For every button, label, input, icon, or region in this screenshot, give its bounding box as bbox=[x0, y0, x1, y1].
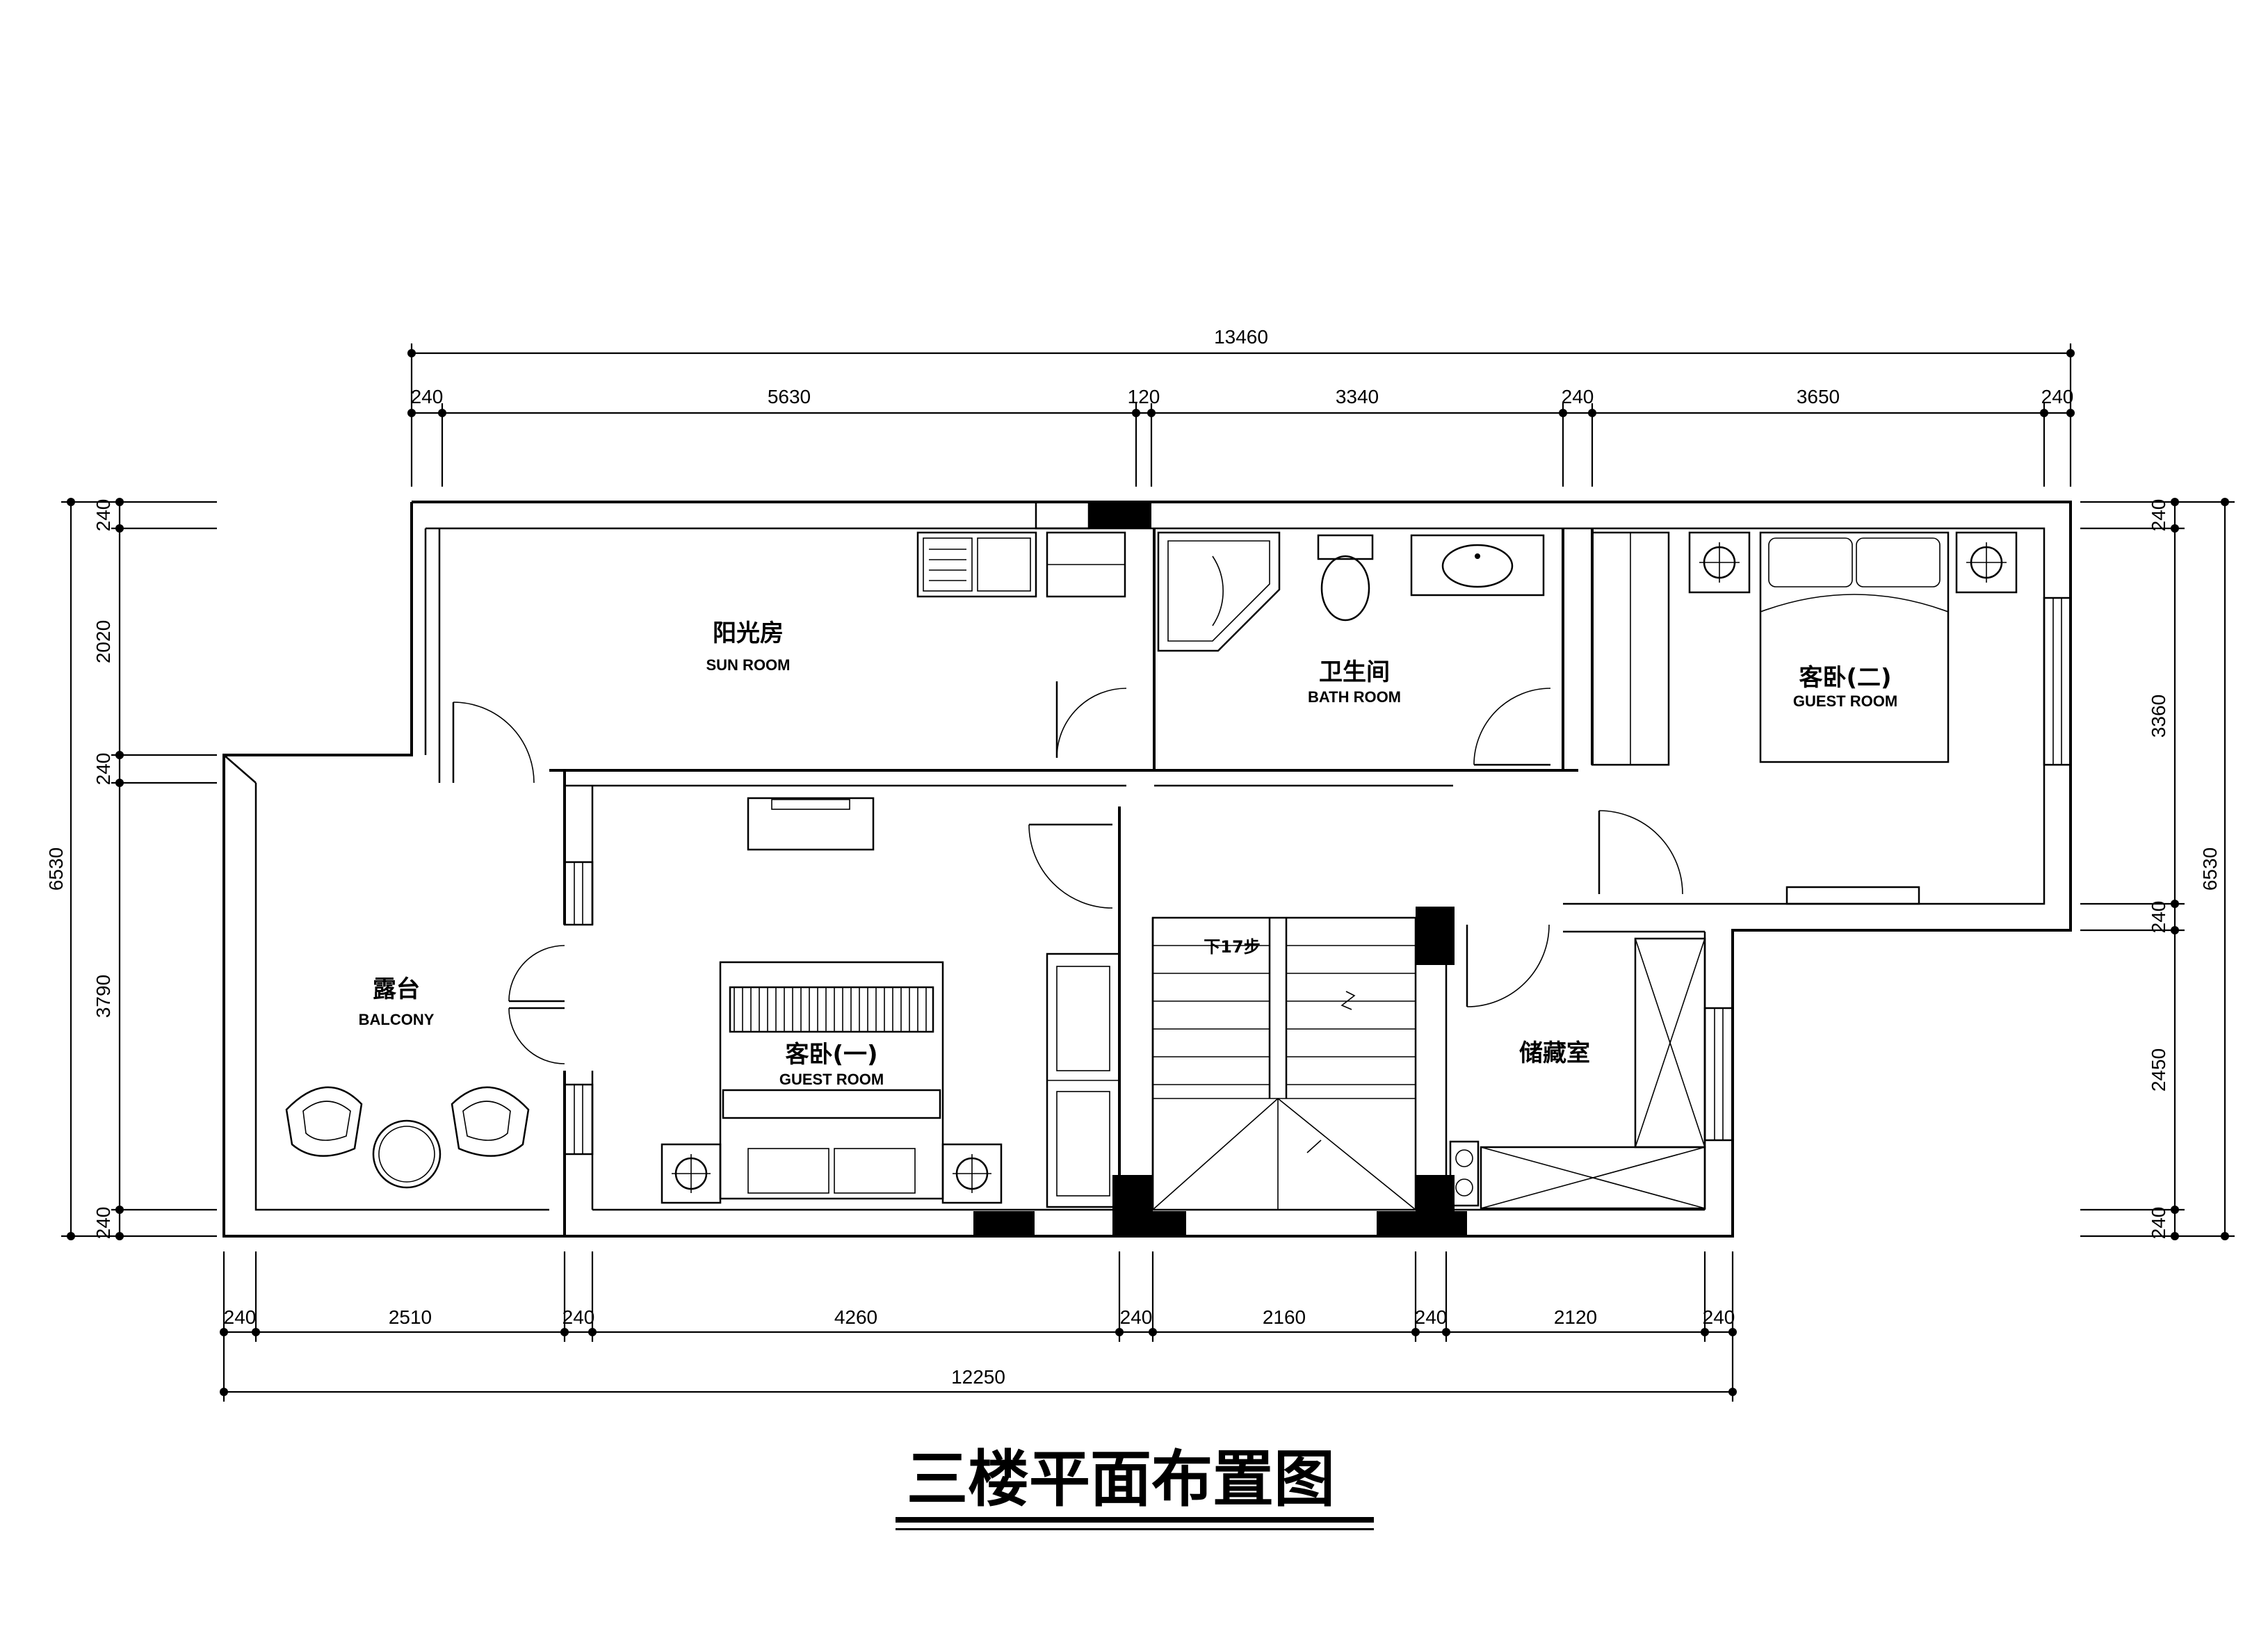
room-labels: 阳光房 SUN ROOM 卫生间 BATH ROOM 客卧(二) GUEST R… bbox=[359, 619, 1898, 1088]
room-label-bath-room-en: BATH ROOM bbox=[1308, 688, 1401, 706]
door-swing bbox=[1028, 824, 1113, 909]
dimensions-right: 6530 240 3360 240 2450 240 bbox=[2080, 498, 2235, 1240]
furniture bbox=[285, 531, 2018, 1210]
dimension-left-1: 2020 bbox=[92, 620, 114, 663]
toilet bbox=[1317, 534, 1374, 560]
pier bbox=[1377, 1211, 1467, 1236]
door-swing bbox=[508, 1007, 565, 1064]
nightstand bbox=[1955, 531, 2018, 594]
door-swing bbox=[1473, 688, 1551, 765]
dimension-right-4: 240 bbox=[2148, 1207, 2169, 1240]
dimension-top-6: 240 bbox=[2041, 386, 2074, 407]
dimension-bottom-8: 240 bbox=[1703, 1306, 1735, 1328]
dimension-left-4: 240 bbox=[92, 1207, 114, 1240]
nightstand bbox=[661, 1143, 722, 1204]
balcony-corner bbox=[223, 754, 257, 784]
storage-shelf bbox=[1480, 1146, 1706, 1210]
dimension-right-0: 240 bbox=[2148, 499, 2169, 532]
bed-guest-room-1 bbox=[719, 961, 944, 1200]
room-label-bath-room-cn: 卫生间 bbox=[1319, 658, 1390, 686]
tv-cabinet bbox=[747, 797, 875, 851]
dimension-bottom-total: 12250 bbox=[951, 1366, 1005, 1388]
dimension-left-0: 240 bbox=[92, 499, 114, 532]
kitchen-sink bbox=[916, 531, 1037, 598]
armchair bbox=[451, 1086, 530, 1157]
windows bbox=[563, 501, 2072, 1155]
drawing-title: 三楼平面布置图 bbox=[907, 1443, 1335, 1515]
door-swing bbox=[1598, 810, 1683, 895]
pier bbox=[1089, 502, 1151, 528]
dimension-left-2: 240 bbox=[92, 753, 114, 786]
dimension-right-2: 240 bbox=[2148, 901, 2169, 934]
dimension-bottom-1: 2510 bbox=[389, 1306, 432, 1328]
title-underline-thick bbox=[896, 1517, 1374, 1523]
wash-basin bbox=[1410, 534, 1545, 597]
window bbox=[1035, 501, 1090, 530]
dimension-bottom-2: 240 bbox=[562, 1306, 595, 1328]
pier bbox=[973, 1211, 1035, 1236]
dimension-bottom-6: 240 bbox=[1415, 1306, 1448, 1328]
room-label-guest-room-1-cn: 客卧(一) bbox=[785, 1041, 877, 1069]
tv-cabinet bbox=[1785, 886, 1920, 905]
nightstand bbox=[1688, 531, 1751, 594]
door-swing bbox=[453, 702, 535, 784]
bed-guest-room-2 bbox=[1759, 531, 1950, 763]
window bbox=[563, 1083, 594, 1155]
doors bbox=[452, 681, 1683, 1064]
dimension-top-2: 120 bbox=[1128, 386, 1160, 407]
nightstand bbox=[941, 1143, 1003, 1204]
dimensions-bottom: 240 2510 240 4260 240 2160 240 2120 240 … bbox=[220, 1251, 1737, 1402]
title-underline-thin bbox=[896, 1528, 1374, 1530]
dimension-right-3: 2450 bbox=[2148, 1048, 2169, 1092]
window bbox=[563, 861, 594, 926]
dimension-right-1: 3360 bbox=[2148, 695, 2169, 738]
door-swing bbox=[1056, 688, 1127, 759]
break-line bbox=[1340, 991, 1356, 1010]
dimension-top-4: 240 bbox=[1562, 386, 1594, 407]
staircase: 下17步 bbox=[1151, 916, 1417, 1211]
room-label-balcony-en: BALCONY bbox=[359, 1011, 435, 1028]
pier bbox=[1416, 907, 1455, 965]
round-table bbox=[372, 1119, 442, 1189]
door-swing bbox=[508, 945, 565, 1002]
dimension-bottom-5: 2160 bbox=[1263, 1306, 1306, 1328]
title-block: 三楼平面布置图 bbox=[896, 1443, 1374, 1530]
pier bbox=[1151, 1211, 1186, 1236]
water-heater bbox=[1449, 1140, 1480, 1207]
armchair bbox=[285, 1086, 363, 1157]
dimension-top-3: 3340 bbox=[1336, 386, 1379, 407]
room-label-sun-room-cn: 阳光房 bbox=[713, 619, 784, 647]
door-swing bbox=[1466, 924, 1550, 1007]
dimensions-top: 13460 240 5630 120 3340 240 3650 240 bbox=[407, 326, 2075, 487]
room-label-guest-room-2-cn: 客卧(二) bbox=[1799, 664, 1891, 692]
dimension-bottom-3: 4260 bbox=[834, 1306, 877, 1328]
stair-note: 下17步 bbox=[1204, 937, 1260, 957]
shower bbox=[1157, 531, 1281, 652]
dimension-right-total: 6530 bbox=[2199, 848, 2221, 891]
room-label-balcony-cn: 露台 bbox=[373, 975, 420, 1003]
room-label-guest-room-2-en: GUEST ROOM bbox=[1793, 692, 1897, 710]
dimension-top-1: 5630 bbox=[768, 386, 811, 407]
pier bbox=[1112, 1175, 1153, 1236]
dimension-left-total: 6530 bbox=[45, 848, 67, 891]
dimension-left-3: 3790 bbox=[92, 975, 114, 1018]
dimension-bottom-7: 2120 bbox=[1554, 1306, 1597, 1328]
dimension-bottom-0: 240 bbox=[224, 1306, 257, 1328]
dimensions-left: 6530 240 2020 240 3790 240 bbox=[45, 498, 217, 1240]
dimension-top-5: 3650 bbox=[1797, 386, 1840, 407]
room-label-guest-room-1-en: GUEST ROOM bbox=[779, 1071, 884, 1088]
dimension-top-total: 13460 bbox=[1214, 326, 1268, 348]
room-label-sun-room-en: SUN ROOM bbox=[706, 656, 791, 674]
room-label-storage-cn: 储藏室 bbox=[1519, 1039, 1590, 1067]
balcony-inner-wall bbox=[254, 783, 549, 1211]
dimension-top-0: 240 bbox=[411, 386, 444, 407]
window bbox=[2043, 597, 2072, 766]
dimension-bottom-4: 240 bbox=[1120, 1306, 1153, 1328]
